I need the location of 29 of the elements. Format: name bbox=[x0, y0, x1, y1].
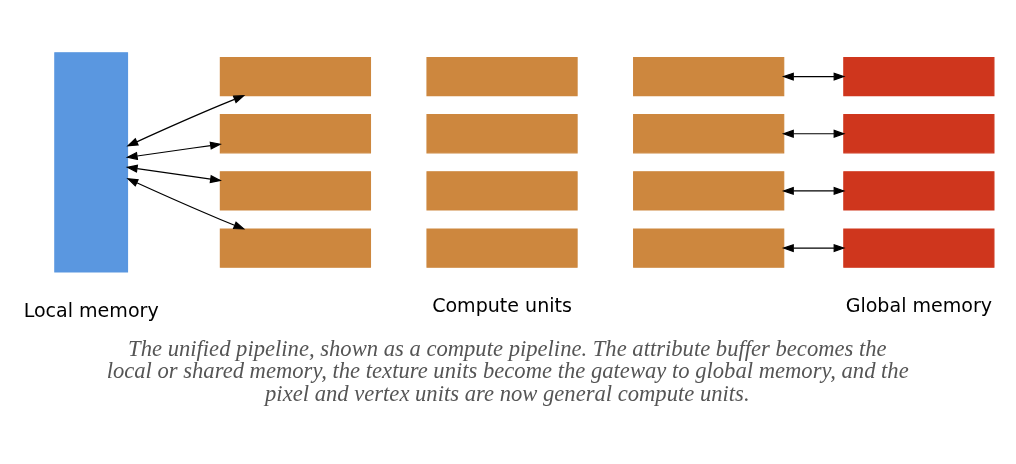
node-box bbox=[426, 114, 578, 154]
node-box bbox=[633, 228, 785, 268]
label: Local memory bbox=[23, 298, 159, 321]
node-box bbox=[219, 228, 372, 268]
node-box bbox=[633, 114, 785, 154]
arrow bbox=[781, 186, 846, 196]
node-box bbox=[633, 171, 785, 211]
label: Compute units bbox=[432, 294, 572, 317]
node-box bbox=[426, 171, 578, 211]
arrow bbox=[126, 95, 246, 147]
node-box bbox=[219, 56, 372, 97]
node-box bbox=[633, 56, 785, 97]
arrow bbox=[781, 129, 846, 138]
node-box bbox=[219, 114, 372, 154]
arrow bbox=[781, 72, 846, 81]
caption: The unified pipeline, shown as a compute pipeline. The attribute buffer becomes the local or shared memory, the texture units become the gateway to global memory, and the pixel and vertex units are now general compute units. bbox=[106, 335, 909, 406]
node-box bbox=[843, 56, 995, 97]
arrow bbox=[125, 141, 222, 161]
node-box bbox=[843, 114, 995, 154]
node-box bbox=[426, 228, 578, 268]
arrow bbox=[781, 243, 846, 253]
node-box bbox=[426, 56, 578, 97]
node-box bbox=[54, 52, 129, 273]
node-box bbox=[219, 171, 372, 211]
node-box bbox=[843, 171, 995, 211]
arrow bbox=[125, 164, 222, 184]
node-box bbox=[843, 228, 995, 268]
arrow bbox=[126, 178, 246, 230]
label: Global memory bbox=[845, 294, 993, 317]
